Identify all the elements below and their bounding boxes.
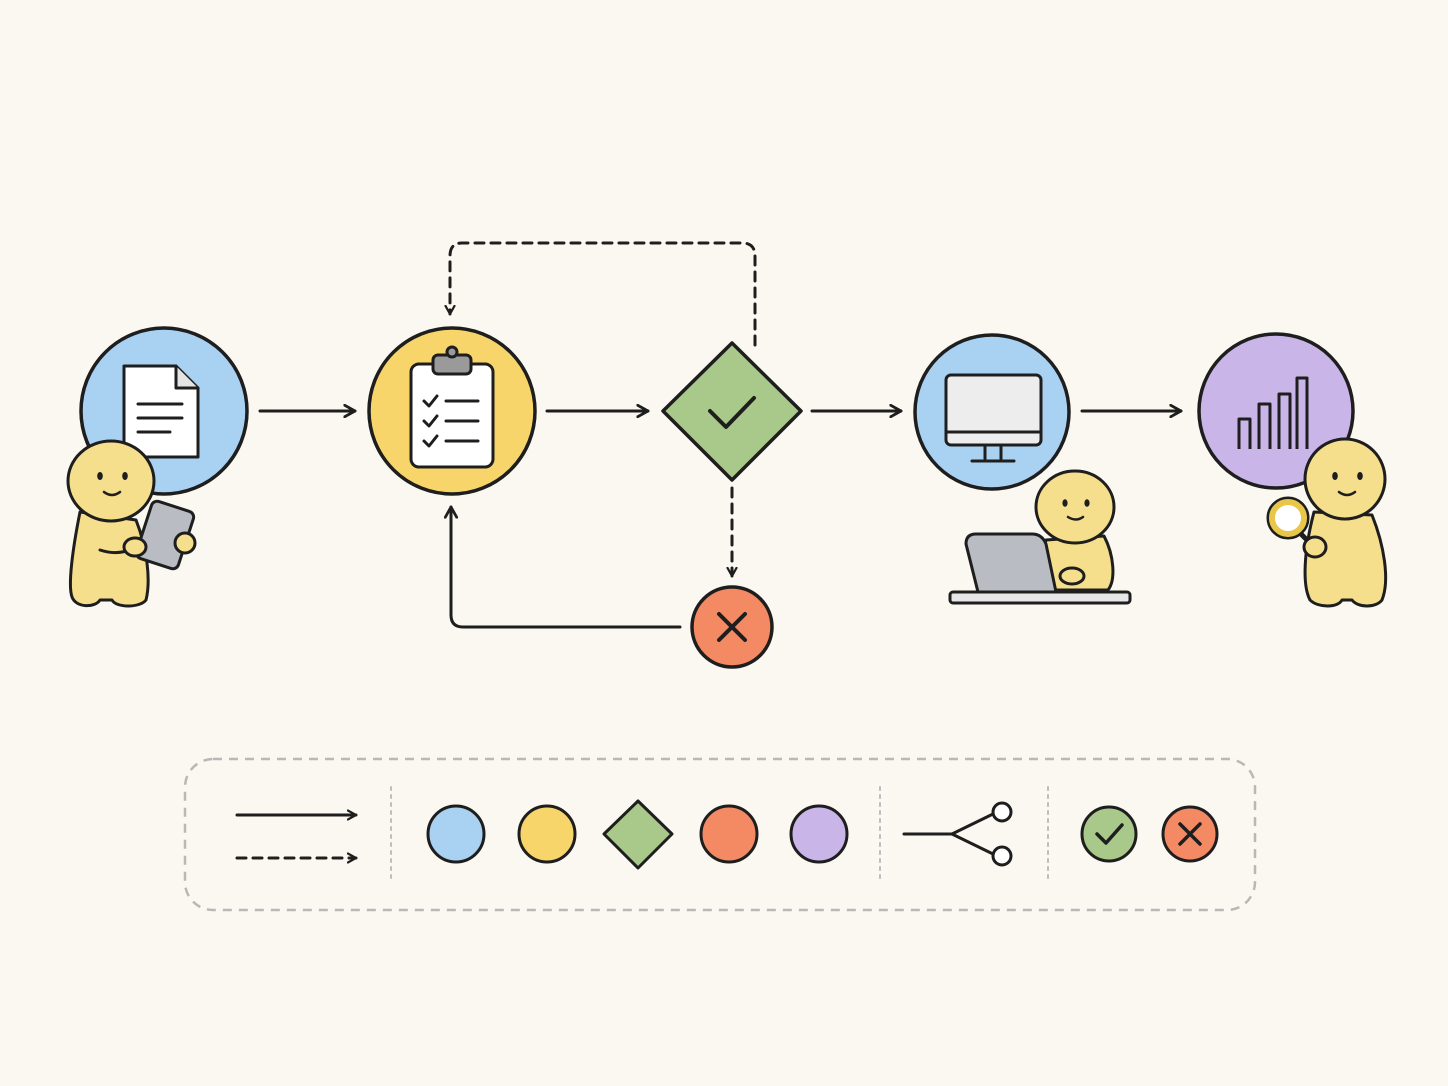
node-report xyxy=(1197,332,1355,490)
x-badge-icon xyxy=(1161,805,1219,863)
desk xyxy=(948,590,1132,605)
arrow-reject-to-checklist xyxy=(451,505,682,629)
clipboard-checklist-icon xyxy=(409,345,495,469)
yellow-circle xyxy=(517,804,577,864)
legend-connectors xyxy=(235,815,358,858)
monitor-icon xyxy=(944,373,1043,463)
node-reject xyxy=(690,585,774,669)
legend-outcomes xyxy=(1080,805,1219,863)
x-icon xyxy=(717,612,747,642)
node-checklist xyxy=(367,326,537,496)
node-approve xyxy=(661,341,803,482)
connectors xyxy=(258,241,1183,629)
orange-circle xyxy=(699,804,759,864)
legend-node-colors xyxy=(426,799,849,870)
purple-circle xyxy=(789,804,849,864)
bar-chart-icon xyxy=(1237,376,1309,449)
node-computer xyxy=(913,333,1071,491)
person-with-laptop xyxy=(948,469,1132,605)
green-diamond xyxy=(602,799,674,870)
document-icon xyxy=(122,364,200,459)
legend-frame xyxy=(183,757,1257,912)
legend xyxy=(183,757,1257,912)
person-with-magnifier xyxy=(1266,437,1388,608)
laptop-device xyxy=(964,532,1058,594)
check-badge-icon xyxy=(1080,805,1138,863)
branch-icon xyxy=(902,801,1013,867)
checkmark-icon xyxy=(708,396,756,429)
person-with-tablet xyxy=(66,439,197,608)
dashed-loop-approve-to-checklist xyxy=(450,241,757,347)
blue-circle xyxy=(426,804,486,864)
